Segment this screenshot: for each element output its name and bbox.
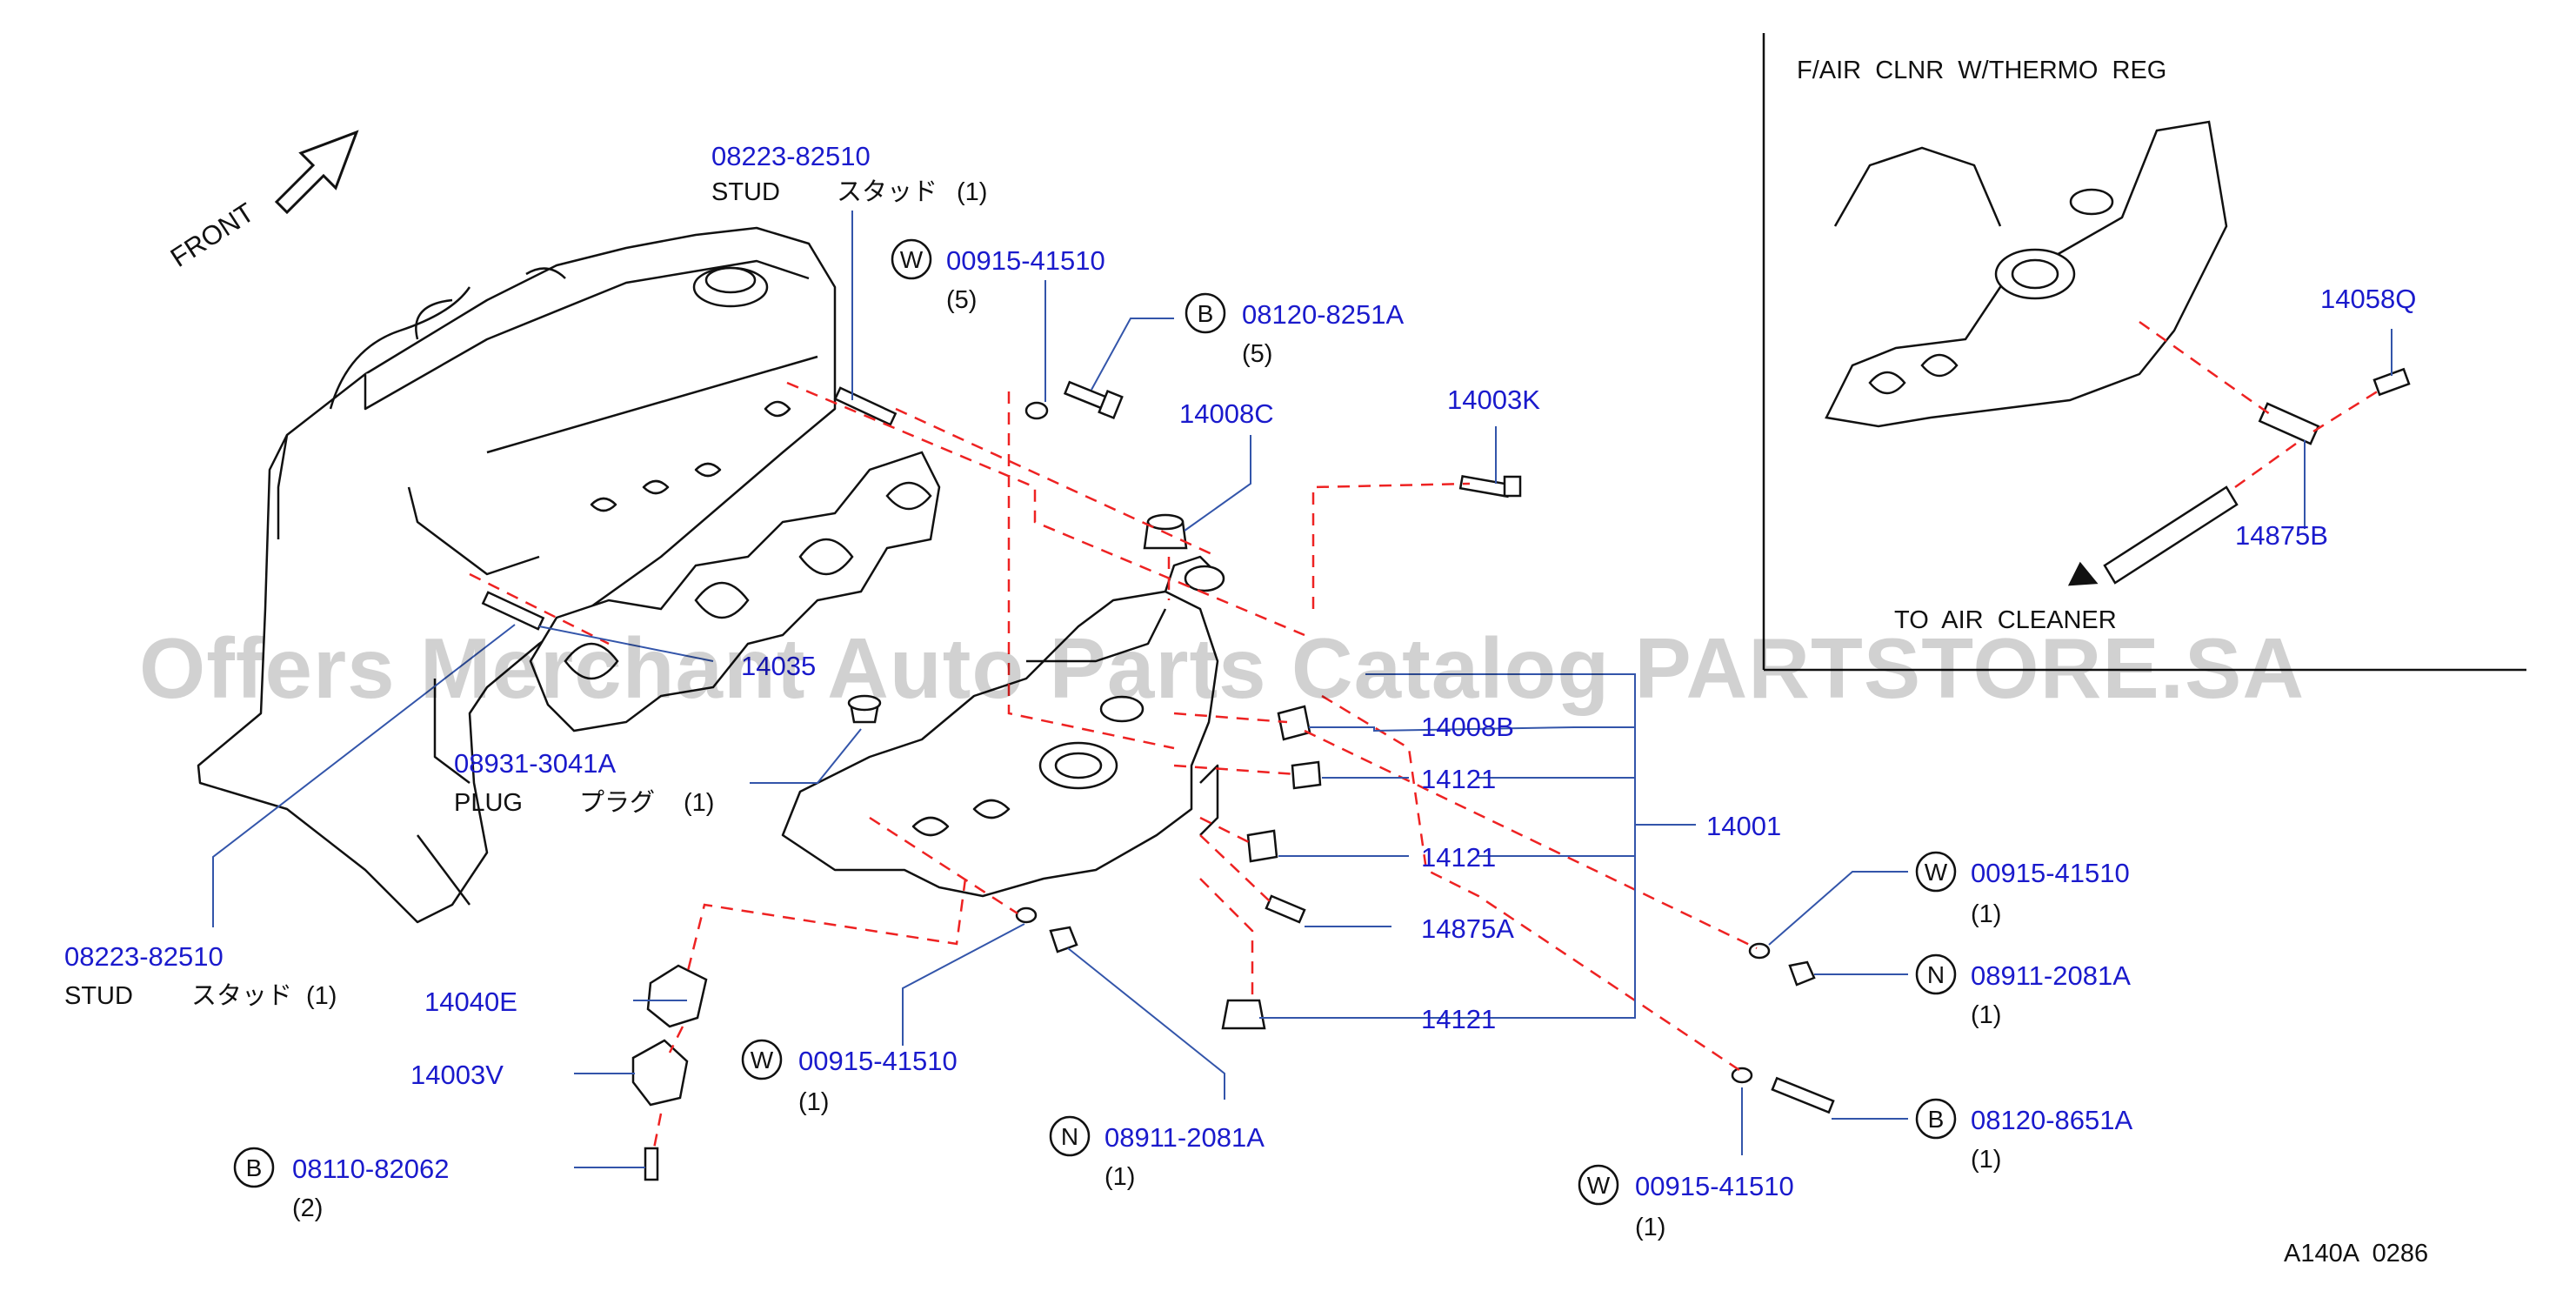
part-14121-b[interactable]: 14121 xyxy=(1421,842,1496,873)
washer-symbol: W xyxy=(900,246,924,273)
bolt-r-qty: (1) xyxy=(1971,1146,2001,1174)
stud-top-part-number[interactable]: 08223-82510 xyxy=(711,141,871,171)
plug-qty: (1) xyxy=(684,789,714,817)
washer-mid-part-number[interactable]: 00915-41510 xyxy=(798,1046,958,1076)
cap-14121c-icon xyxy=(1221,999,1266,1030)
bolt-top-qty: (5) xyxy=(1242,340,1272,368)
stud-bottom-qty: (1) xyxy=(306,982,337,1010)
washer-top-qty: (5) xyxy=(946,286,977,314)
nut-mid-part-number[interactable]: 08911-2081A xyxy=(1104,1122,1265,1153)
plug-jp: プラグ xyxy=(579,788,655,817)
bolt-r-icon xyxy=(1771,1076,1835,1114)
bolt-symbol: B xyxy=(1198,300,1214,327)
stud-top-jp: スタッド xyxy=(837,178,938,206)
plug-desc: PLUG xyxy=(454,789,523,817)
bolt-symbol: B xyxy=(1928,1106,1945,1133)
part-14058Q[interactable]: 14058Q xyxy=(2320,284,2416,314)
inset-drawing xyxy=(1825,120,2411,586)
bolt-bottom-icon xyxy=(644,1147,659,1181)
nut-r-icon xyxy=(1788,960,1816,987)
washer-top-part-number[interactable]: 00915-41510 xyxy=(946,245,1105,276)
watermark: Offers Merchant Auto Parts Catalog PARTS… xyxy=(139,620,2305,716)
washer-mid-icon xyxy=(1015,906,1038,924)
part-14035[interactable]: 14035 xyxy=(741,651,816,681)
part-14008B[interactable]: 14008B xyxy=(1421,712,1514,742)
part-14003K[interactable]: 14003K xyxy=(1447,385,1540,415)
leader-lines xyxy=(212,211,2392,1168)
plate-14040E-icon xyxy=(646,964,708,1028)
dashed-assembly-lines xyxy=(469,320,2384,1149)
washer-r1-qty: (1) xyxy=(1971,900,2001,928)
stud-top-icon xyxy=(833,386,898,426)
bolt-bottom-part-number[interactable]: 08110-82062 xyxy=(292,1154,449,1184)
part-14003V[interactable]: 14003V xyxy=(410,1060,504,1090)
washer-r1-part-number[interactable]: 00915-41510 xyxy=(1971,858,2130,888)
exhaust-gasket-drawing xyxy=(529,451,941,732)
washer-symbol: W xyxy=(1925,859,1948,886)
part-14875B[interactable]: 14875B xyxy=(2235,520,2328,551)
nut-symbol: N xyxy=(1927,961,1945,988)
callout-labels: 08223-82510 STUD スタッド (1) 00915-41510 (5… xyxy=(64,57,2428,1268)
small-parts xyxy=(481,380,1835,1181)
symbol-bubbles xyxy=(233,238,1957,1206)
washer-r2-icon xyxy=(1731,1067,1753,1084)
inset-frame xyxy=(1762,33,2526,672)
washer-symbol: W xyxy=(751,1047,774,1074)
bolt-top-part-number[interactable]: 08120-8251A xyxy=(1242,299,1404,330)
stud-bottom-icon xyxy=(481,591,545,631)
part-14875A[interactable]: 14875A xyxy=(1421,913,1514,944)
engine-block-drawing xyxy=(197,226,837,924)
washer-top-icon xyxy=(1024,401,1049,420)
stud-bottom-part-number[interactable]: 08223-82510 xyxy=(64,941,224,972)
cap-14121a-icon xyxy=(1291,760,1322,790)
front-label: FRONT xyxy=(165,197,260,273)
washer-r2-qty: (1) xyxy=(1635,1214,1665,1241)
part-14121-a[interactable]: 14121 xyxy=(1421,764,1496,794)
symbol-letters: W B W N B W W N B xyxy=(246,246,1948,1199)
bolt-symbol: B xyxy=(246,1154,263,1181)
part-14121-c[interactable]: 14121 xyxy=(1421,1004,1496,1034)
nut-r-part-number[interactable]: 08911-2081A xyxy=(1971,960,2131,991)
front-arrow-icon xyxy=(274,130,359,215)
plate-14003V-icon xyxy=(631,1039,689,1107)
nut-mid-icon xyxy=(1049,926,1078,953)
part-14040E[interactable]: 14040E xyxy=(424,987,517,1017)
hose-icon xyxy=(2103,485,2239,585)
stud-bottom-desc: STUD xyxy=(64,982,133,1010)
bolt-14003K-icon xyxy=(1458,474,1512,498)
stud-bottom-jp: スタッド xyxy=(191,982,292,1010)
plug-part-number[interactable]: 08931-3041A xyxy=(454,748,616,779)
arrow-to-air-cleaner-icon xyxy=(2067,561,2099,586)
nut-mid-qty: (1) xyxy=(1104,1163,1135,1191)
washer-r2-part-number[interactable]: 00915-41510 xyxy=(1635,1171,1794,1201)
part-14008C[interactable]: 14008C xyxy=(1179,398,1274,429)
part-14001[interactable]: 14001 xyxy=(1706,811,1781,841)
stud-top-desc: STUD xyxy=(711,178,780,206)
washer-r1-icon xyxy=(1748,942,1771,960)
stud-top-qty: (1) xyxy=(957,178,987,206)
inset-title: F/AIR CLNR W/THERMO REG xyxy=(1797,57,2166,84)
bolt-r-part-number[interactable]: 08120-8651A xyxy=(1971,1105,2132,1135)
to-air-cleaner-label: TO AIR CLEANER xyxy=(1894,606,2117,634)
reference-code: A140A 0286 xyxy=(2284,1240,2428,1268)
washer-mid-qty: (1) xyxy=(798,1088,829,1116)
cap-14121b-icon xyxy=(1246,829,1278,863)
inset-fitting-icon xyxy=(2258,402,2320,445)
nut-r-qty: (1) xyxy=(1971,1001,2001,1029)
inset-14058Q-icon xyxy=(2372,367,2411,397)
fitting-14875A-icon xyxy=(1265,894,1306,924)
nut-symbol: N xyxy=(1061,1123,1078,1150)
manifold-drawing xyxy=(781,555,1225,898)
bolt-bottom-qty: (2) xyxy=(292,1194,323,1222)
washer-symbol: W xyxy=(1587,1172,1611,1199)
